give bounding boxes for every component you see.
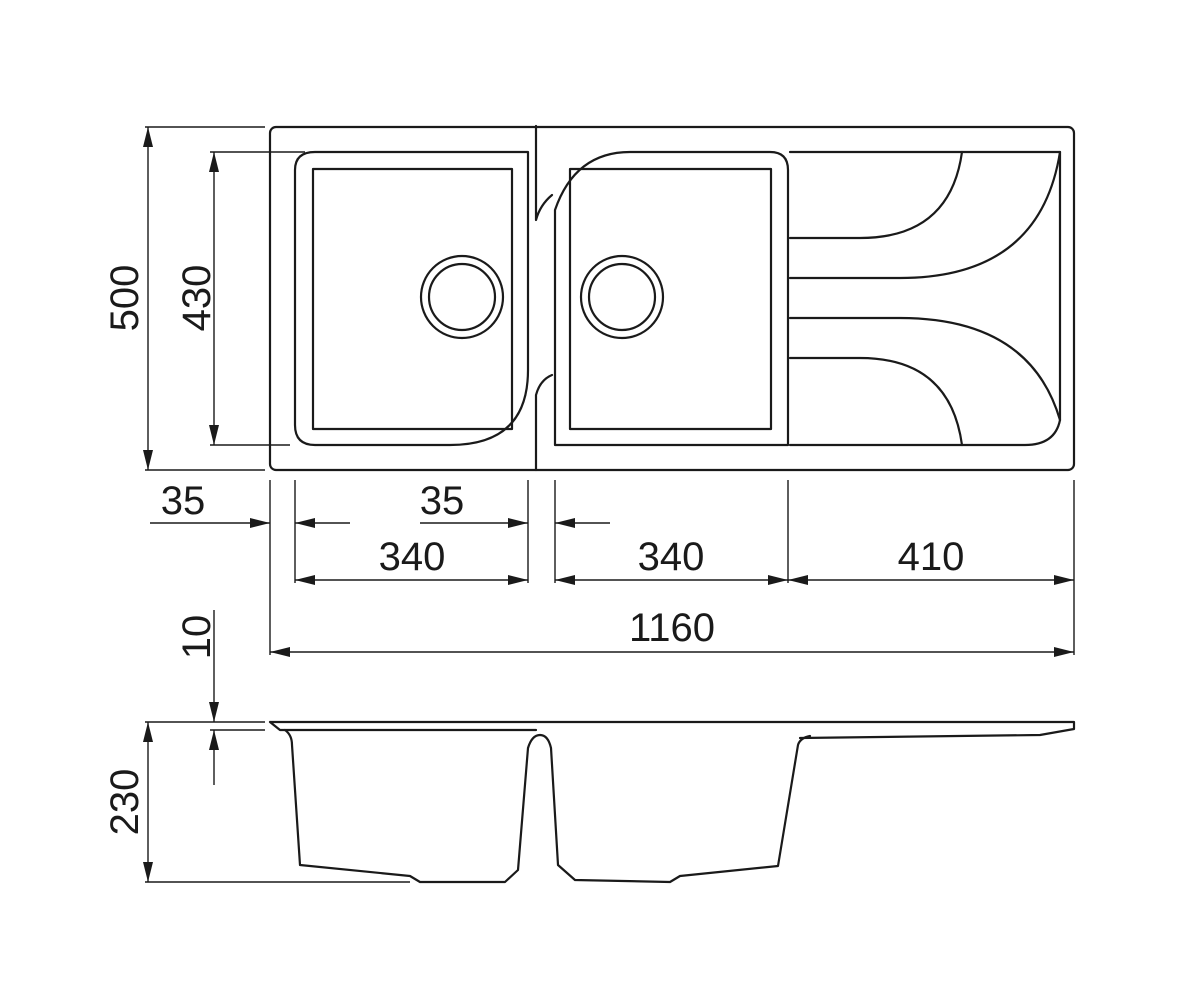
bowl-divider bbox=[534, 124, 554, 222]
bowl-left-profile bbox=[283, 728, 542, 884]
drain-right-inner bbox=[587, 262, 657, 332]
dim-bowl2-width-label: 340 bbox=[638, 535, 705, 579]
dim-bowl1-width-label: 340 bbox=[379, 535, 446, 579]
dim-depth-label: 230 bbox=[103, 769, 147, 836]
top-view bbox=[268, 124, 1076, 472]
dim-rim-thickness-label: 10 bbox=[175, 615, 219, 660]
bowl-right-inner bbox=[568, 167, 773, 431]
dim-total-height-label: 500 bbox=[103, 265, 147, 332]
bowl-right-outer bbox=[553, 150, 790, 447]
bowl-left-outer bbox=[293, 150, 530, 447]
sink-outline bbox=[268, 125, 1076, 472]
drain-right-outer bbox=[579, 254, 665, 340]
side-view bbox=[268, 720, 1076, 884]
drain-left-outer bbox=[419, 254, 505, 340]
dim-total-width-label: 1160 bbox=[629, 606, 715, 650]
bowl-right-profile bbox=[538, 733, 812, 884]
drainer-board bbox=[788, 150, 1062, 447]
rim-plate bbox=[268, 720, 1076, 740]
dim-drainer-width-label: 410 bbox=[898, 535, 965, 579]
dim-bowl-gap-label: 35 bbox=[420, 479, 465, 523]
dim-left-margin-label: 35 bbox=[161, 479, 206, 523]
dimension-labels: 500 430 35 35 340 340 410 1160 10 230 bbox=[103, 265, 964, 836]
drain-left-inner bbox=[427, 262, 497, 332]
bowl-left-inner bbox=[311, 167, 514, 431]
dimension-lines bbox=[143, 126, 1075, 883]
dim-bowl-height-label: 430 bbox=[175, 265, 219, 332]
